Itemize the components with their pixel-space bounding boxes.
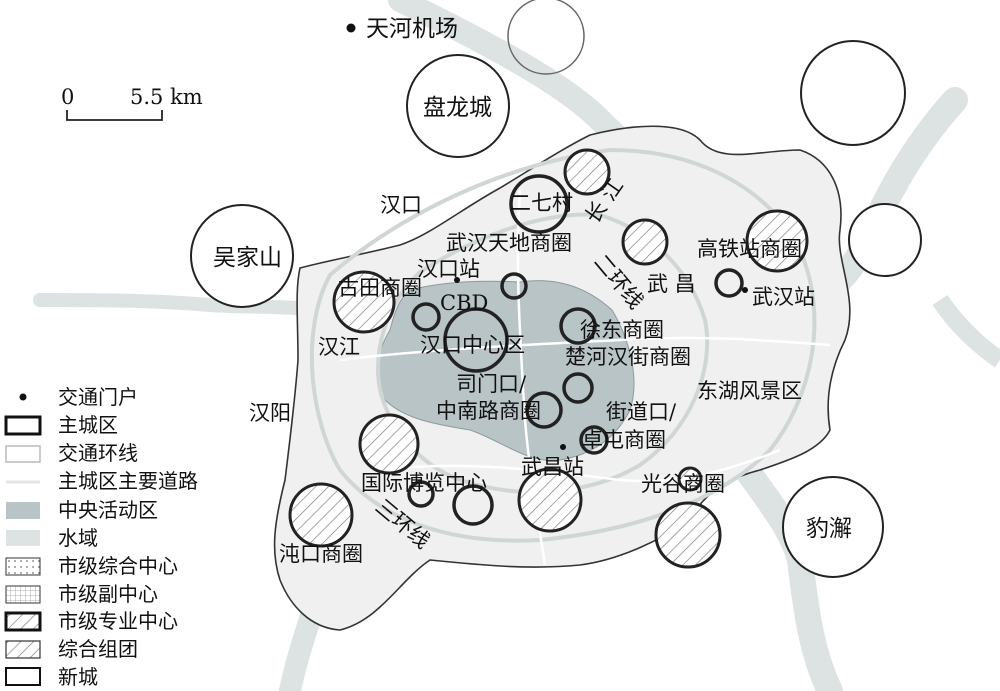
label-cbd: CBD	[440, 291, 488, 315]
legend-label-10: 新城	[58, 665, 98, 689]
guoji-small-circle	[407, 480, 435, 508]
legend-dot-icon	[19, 393, 27, 401]
label-hankou-station: 汉口站	[417, 257, 480, 281]
legend-label-3: 主城区主要道路	[58, 469, 198, 493]
scale-zero: 0	[61, 85, 74, 109]
label-panlongcheng: 盘龙城	[423, 95, 492, 121]
label-zhuankou: 沌口商圈	[279, 542, 363, 566]
wujiashan-circle	[190, 204, 294, 308]
legend-label-9: 综合组团	[58, 637, 138, 661]
legend-ring-road-icon	[5, 445, 41, 463]
hanyang-hatched-circle	[358, 413, 420, 475]
label-tianhe-airport: 天河机场	[366, 16, 458, 42]
legend-label-8: 市级专业中心	[58, 609, 178, 633]
legend-label-1: 主城区	[58, 413, 118, 437]
legend-dotted-circle-icon	[5, 557, 41, 576]
comprehensive-group-circles	[288, 148, 809, 569]
legend-water-icon	[6, 530, 40, 546]
label-gutian: 古田商圈	[338, 276, 422, 300]
second-ring-road	[376, 212, 710, 494]
label-hanyang: 汉阳	[249, 401, 291, 425]
guoji-circle	[452, 484, 494, 526]
legend-hatched-thin-icon	[5, 640, 41, 659]
guanggu-small-circle	[677, 466, 703, 492]
baoxie-circle	[782, 476, 884, 578]
label-wuchang-station: 武昌站	[521, 455, 584, 479]
map-labels: 天河机场 盘龙城 汉口 吴家山 二七村 长 江 武汉天地商圈 汉口站 高铁站商圈…	[213, 16, 852, 566]
label-hanjiang: 汉江	[318, 335, 360, 359]
legend-label-2: 交通环线	[58, 441, 138, 465]
chuhe-circle	[562, 372, 594, 404]
legend-label-7: 市级副中心	[58, 582, 158, 606]
east-lake-water	[932, 294, 1000, 368]
label-wujiashan: 吴家山	[213, 245, 282, 271]
label-erqicun: 二七村	[510, 191, 573, 215]
erqicun-circle	[509, 174, 569, 234]
east-new-town-circle	[848, 203, 922, 277]
legend-label-5: 水域	[58, 526, 98, 550]
erqicun-hatched-circle	[563, 148, 611, 196]
zhuankou-hatched-circle	[288, 482, 354, 548]
label-zhongnanlu: 中南路商圈	[436, 399, 541, 423]
wuchang-station-hatched-circle	[517, 467, 583, 533]
airport-dot-icon	[346, 23, 356, 33]
city-center-circles	[407, 174, 744, 526]
legend-grid-circle-icon	[5, 585, 41, 604]
legend-new-town-icon	[5, 667, 41, 686]
legend-label-6: 市级综合中心	[58, 554, 178, 578]
label-guanggu: 光谷商圈	[641, 472, 725, 496]
label-zhuodaoquan: 卓屯商圈	[582, 428, 666, 452]
label-simenkou: 司门口/	[456, 372, 527, 396]
label-gaotiezhan: 高铁站商圈	[697, 237, 802, 261]
simenkou-circle	[525, 391, 563, 429]
label-baoxie: 豹澥	[806, 516, 852, 542]
label-wuchang: 武 昌	[647, 272, 696, 296]
legend-hatched-thick-icon	[4, 611, 42, 632]
gutian-hatched-circle	[332, 270, 396, 334]
northeast-new-town-circle	[800, 40, 906, 146]
legend: 交通门户 主城区 交通环线 主城区主要道路 中央活动区 水域 市级综合中心 市级…	[4, 385, 198, 689]
new-town-circles	[190, 40, 922, 578]
label-guoji: 国际博览中心	[361, 471, 487, 495]
legend-label-4: 中央活动区	[58, 498, 158, 522]
label-wuhan-station: 武汉站	[752, 285, 815, 309]
label-jiedaokou: 街道口/	[606, 400, 677, 424]
hankou-station-dot-icon	[454, 277, 460, 283]
jiedaokou-circle	[579, 425, 609, 455]
label-xudong: 徐东商圈	[580, 318, 664, 342]
wuhan-station-circle	[714, 268, 744, 298]
guanggu-hatched-circle	[654, 501, 722, 569]
panlongcheng-circle	[406, 54, 510, 158]
label-donghu: 东湖风景区	[697, 379, 802, 403]
scale-bar: 0 5.5 km	[61, 85, 203, 121]
transport-gateways	[346, 23, 748, 450]
legend-label-0: 交通门户	[58, 385, 138, 409]
gaotiezhan-hatched-circle	[745, 209, 809, 273]
hankou-station-circle	[500, 272, 528, 300]
xudong-circle	[559, 307, 597, 345]
cbd-circle	[411, 302, 441, 332]
label-wuhan-tiandi: 武汉天地商圈	[446, 231, 572, 255]
label-chuhe: 楚河汉街商圈	[565, 345, 691, 369]
label-hankou-center: 汉口中心区	[420, 333, 525, 357]
wuhan-station-dot-icon	[742, 287, 748, 293]
scale-distance: 5.5 km	[130, 85, 203, 109]
label-hankou: 汉口	[380, 193, 422, 217]
legend-main-city-outline-icon	[4, 415, 42, 436]
airport-area-circle	[507, 0, 585, 75]
legend-cbd-area-icon	[6, 502, 40, 519]
wuchang-station-dot-icon	[560, 444, 566, 450]
wuhan-tiandi-hatched-circle	[621, 218, 669, 266]
hankou-center-circle	[443, 307, 509, 373]
